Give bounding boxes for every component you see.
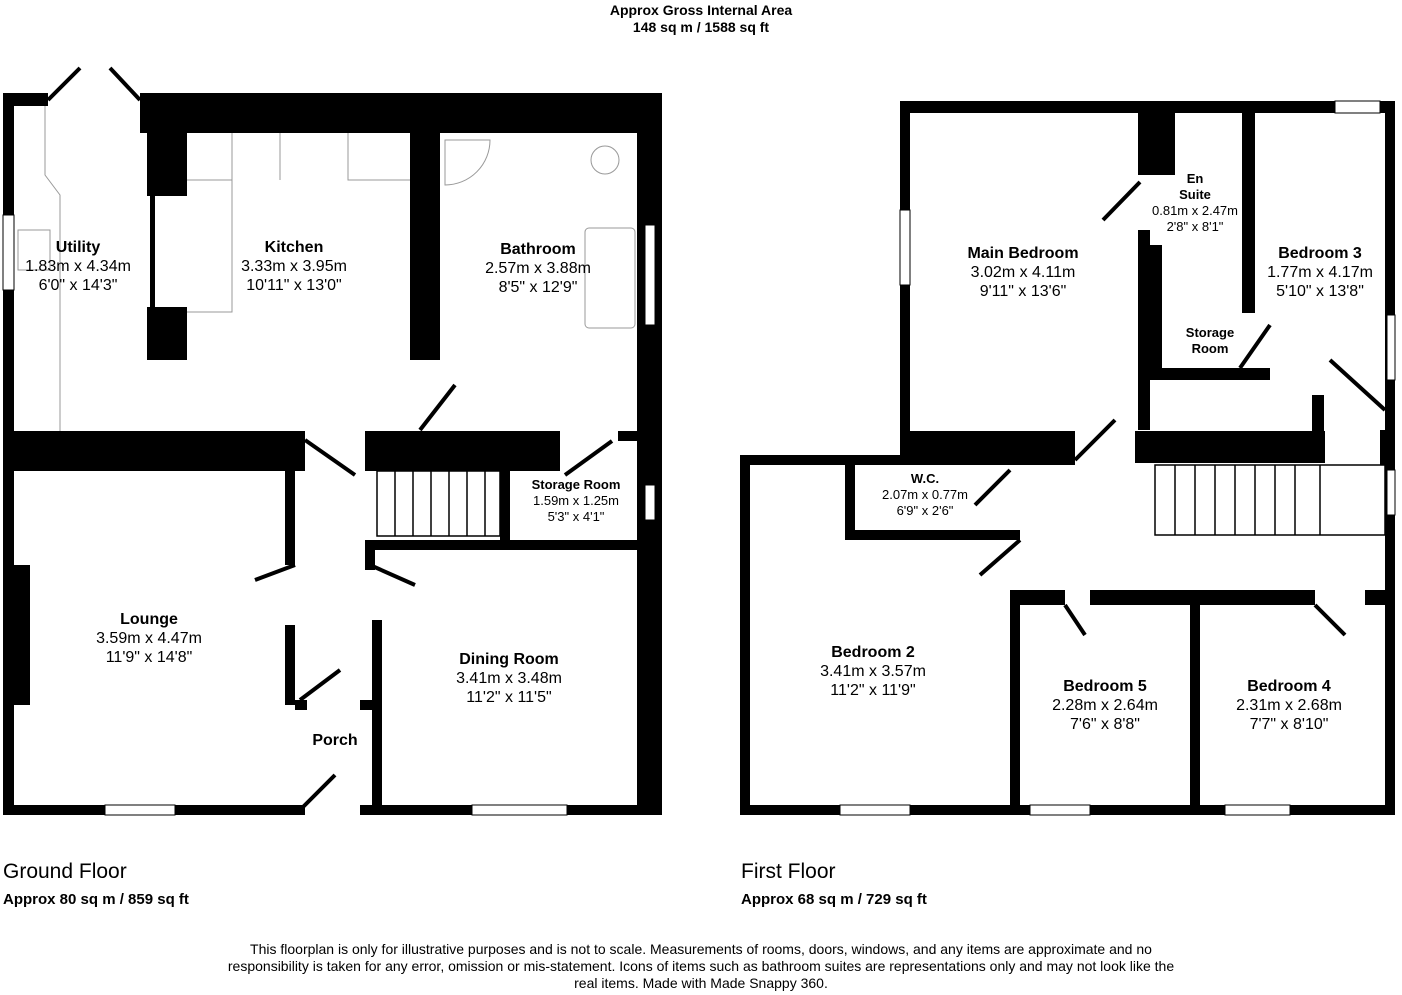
header: Approx Gross Internal Area 148 sq m / 15… bbox=[610, 2, 792, 36]
room-name: W.C. bbox=[910, 471, 940, 486]
room-bedroom-2: Bedroom 2 3.41m x 3.57m 11'2" x 11'9" bbox=[820, 643, 926, 700]
room-imperial: 7'7" x 8'10" bbox=[1249, 716, 1329, 733]
room-dining: Dining Room 3.41m x 3.48m 11'2" x 11'5" bbox=[456, 650, 562, 707]
room-main-bedroom: Main Bedroom 3.02m x 4.11m 9'11" x 13'6" bbox=[967, 244, 1078, 301]
ground-floor-doors bbox=[46, 66, 614, 812]
room-storage-first: Storage Room bbox=[1180, 325, 1240, 357]
room-name: Bedroom 5 bbox=[1063, 678, 1147, 695]
room-bedroom-3: Bedroom 3 1.77m x 4.17m 5'10" x 13'8" bbox=[1267, 244, 1373, 301]
room-name: Bedroom 4 bbox=[1247, 678, 1331, 695]
room-metric: 2.31m x 2.68m bbox=[1236, 697, 1342, 714]
room-metric: 1.59m x 1.25m bbox=[533, 493, 619, 508]
room-name: Lounge bbox=[120, 611, 178, 628]
room-porch: Porch bbox=[312, 731, 357, 750]
gross-area-label: Approx Gross Internal Area bbox=[609, 2, 793, 18]
room-metric: 0.81m x 2.47m bbox=[1152, 203, 1238, 218]
room-imperial: 2'8" x 8'1" bbox=[1166, 219, 1224, 234]
room-metric: 3.59m x 4.47m bbox=[96, 630, 202, 647]
room-bedroom-4: Bedroom 4 2.31m x 2.68m 7'7" x 8'10" bbox=[1236, 677, 1342, 734]
room-metric: 2.28m x 2.64m bbox=[1052, 697, 1158, 714]
room-name: Bathroom bbox=[500, 241, 576, 258]
room-name: Dining Room bbox=[459, 651, 559, 668]
room-name: Bedroom 3 bbox=[1278, 245, 1362, 262]
room-metric: 3.02m x 4.11m bbox=[970, 264, 1076, 281]
first-floor-stairs bbox=[1154, 464, 1386, 536]
room-name: Porch bbox=[312, 732, 358, 749]
room-bathroom: Bathroom 2.57m x 3.88m 8'5" x 12'9" bbox=[485, 240, 591, 297]
room-utility: Utility 1.83m x 4.34m 6'0" x 14'3" bbox=[25, 238, 131, 295]
first-floor-title: First Floor bbox=[741, 860, 836, 883]
room-metric: 3.41m x 3.57m bbox=[820, 663, 926, 680]
room-lounge: Lounge 3.59m x 4.47m 11'9" x 14'8" bbox=[96, 610, 202, 667]
room-imperial: 10'11" x 13'0" bbox=[246, 277, 342, 294]
first-floor-doors bbox=[973, 180, 1387, 637]
first-floor-windows bbox=[839, 100, 1396, 816]
room-imperial: 11'2" x 11'9" bbox=[830, 682, 916, 699]
room-name: Bedroom 2 bbox=[831, 644, 915, 661]
room-imperial: 8'5" x 12'9" bbox=[498, 279, 578, 296]
first-floor-area: Approx 68 sq m / 729 sq ft bbox=[741, 891, 927, 908]
room-name: Utility bbox=[55, 239, 101, 256]
room-name: Kitchen bbox=[264, 239, 324, 256]
room-imperial: 5'3" x 4'1" bbox=[547, 509, 605, 524]
disclaimer: This floorplan is only for illustrative … bbox=[227, 941, 1175, 991]
room-metric: 3.41m x 3.48m bbox=[456, 670, 562, 687]
room-imperial: 5'10" x 13'8" bbox=[1276, 283, 1364, 300]
room-name: Storage Room bbox=[1185, 325, 1235, 356]
room-metric: 1.83m x 4.34m bbox=[25, 258, 131, 275]
room-kitchen: Kitchen 3.33m x 3.95m 10'11" x 13'0" bbox=[241, 238, 347, 295]
room-imperial: 7'6" x 8'8" bbox=[1070, 716, 1140, 733]
room-metric: 1.77m x 4.17m bbox=[1267, 264, 1373, 281]
room-metric: 2.57m x 3.88m bbox=[485, 260, 591, 277]
room-imperial: 6'0" x 14'3" bbox=[38, 277, 118, 294]
ground-floor-windows bbox=[2, 214, 656, 816]
room-bedroom-5: Bedroom 5 2.28m x 2.64m 7'6" x 8'8" bbox=[1052, 677, 1158, 734]
room-name: En Suite bbox=[1179, 171, 1211, 202]
room-metric: 3.33m x 3.95m bbox=[241, 258, 347, 275]
room-metric: 2.07m x 0.77m bbox=[882, 487, 968, 502]
ground-floor-stairs bbox=[376, 470, 501, 537]
room-name: Storage Room bbox=[531, 477, 621, 492]
room-imperial: 9'11" x 13'6" bbox=[979, 283, 1067, 300]
room-imperial: 11'2" x 11'5" bbox=[466, 689, 552, 706]
gross-area-value: 148 sq m / 1588 sq ft bbox=[632, 19, 770, 35]
room-imperial: 6'9" x 2'6" bbox=[896, 503, 954, 518]
room-name: Main Bedroom bbox=[967, 245, 1079, 262]
ground-floor-fixtures bbox=[17, 106, 636, 431]
room-imperial: 11'9" x 14'8" bbox=[105, 649, 193, 666]
ground-floor-area: Approx 80 sq m / 859 sq ft bbox=[3, 891, 189, 908]
ground-floor-title: Ground Floor bbox=[3, 860, 127, 883]
ground-floor-walls bbox=[3, 93, 662, 815]
